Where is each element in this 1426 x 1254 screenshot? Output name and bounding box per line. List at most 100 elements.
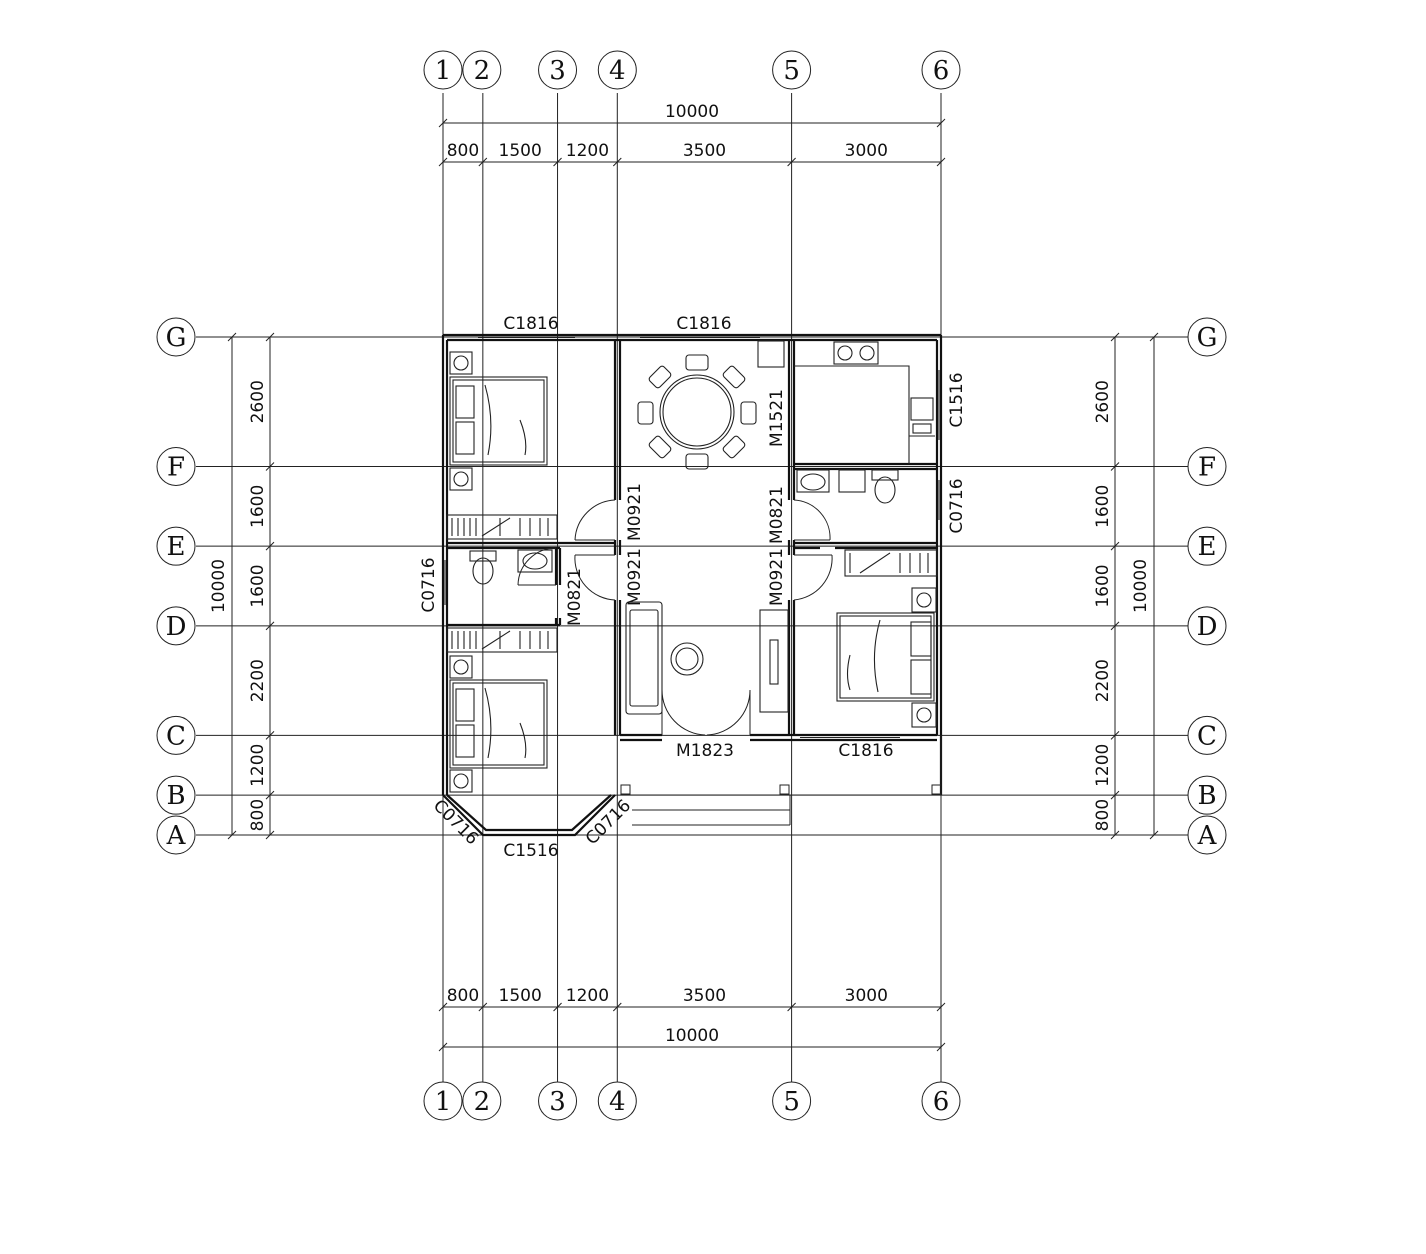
- axis-bubble-label: C: [166, 721, 186, 751]
- dim-tick: [936, 1002, 946, 1012]
- dim-tick: [265, 462, 275, 471]
- axis-bubble-label: A: [1197, 821, 1218, 851]
- axis-bubble: [1187, 715, 1227, 755]
- door-label: M1823: [676, 741, 734, 761]
- dim-tick: [936, 157, 946, 167]
- door-swing: [517, 547, 557, 586]
- dim-tick: [438, 157, 448, 167]
- axis-bubble: [156, 317, 196, 357]
- toilet-icon: [871, 469, 899, 504]
- axis-bubble: [921, 50, 961, 90]
- armchair-icon: [670, 642, 704, 676]
- dim-span-label: 1600: [248, 564, 268, 607]
- toilet-icon: [469, 550, 497, 585]
- wall-bay: [442, 794, 616, 837]
- door-label: M0921: [625, 483, 645, 541]
- wall-row-e-right: [794, 541, 937, 550]
- bed-icon: [449, 376, 548, 466]
- window-label: C0716: [947, 478, 967, 533]
- dim-tick: [478, 1002, 488, 1012]
- door-swing: [574, 499, 616, 541]
- tv-cabinet-icon: [759, 609, 789, 713]
- axis-bubble: [921, 1081, 961, 1121]
- axis-bubble-label: 4: [609, 56, 626, 86]
- axis-bubble: [772, 1081, 812, 1121]
- window-label: C1816: [838, 741, 893, 761]
- dim-tick: [936, 118, 946, 128]
- axis-bubble: [772, 50, 812, 90]
- wardrobe-icon: [844, 549, 938, 577]
- wardrobe-icon: [446, 514, 558, 540]
- window-label: C1516: [947, 372, 967, 427]
- window-label: C0716: [419, 557, 439, 612]
- axis-bubble: [1187, 815, 1227, 855]
- dim-span-label: 1600: [1093, 485, 1113, 528]
- dim-tick: [438, 1042, 448, 1052]
- door-label: M1521: [767, 389, 787, 447]
- dining-table-icon: [637, 354, 757, 470]
- axis-bubble: [1187, 526, 1227, 566]
- bed-icon: [836, 612, 935, 702]
- dim-span-label: 1600: [1093, 564, 1113, 607]
- porch-column: [779, 784, 790, 795]
- walls: [441, 333, 943, 837]
- dim-span-label: 3500: [683, 986, 726, 1006]
- axis-bubble-label: 1: [435, 1087, 452, 1117]
- axis-bubble: [597, 50, 637, 90]
- dim-tick: [438, 118, 448, 128]
- axis-bubble-label: E: [167, 532, 186, 562]
- stove-icon: [833, 341, 879, 365]
- axis-bubble: [156, 446, 196, 486]
- dim-total-label: 10000: [665, 102, 719, 122]
- axis-bubble-label: 6: [933, 56, 950, 86]
- axis-bubble: [1187, 446, 1227, 486]
- axis-bubble: [156, 775, 196, 815]
- axis-bubble: [462, 50, 502, 90]
- door-swing: [661, 689, 751, 736]
- dim-span-label: 3500: [683, 141, 726, 161]
- dim-span-label: 800: [1093, 799, 1113, 831]
- dim-tick: [478, 157, 488, 167]
- dim-span-label: 2600: [1093, 380, 1113, 423]
- axis-bubble: [1187, 775, 1227, 815]
- dim-tick: [1110, 541, 1120, 551]
- window-symbols: [444, 337, 940, 738]
- dim-tick: [265, 830, 275, 840]
- sofa-icon: [625, 601, 663, 715]
- dim-tick: [1110, 621, 1120, 631]
- opening-labels: C1816 C1816 C1516 C0716 C0716 C0716 C071…: [419, 314, 967, 861]
- dim-span-label: 800: [447, 986, 479, 1006]
- wall-top: [443, 333, 941, 342]
- nightstand-icon: [911, 702, 937, 728]
- dim-tick: [787, 1002, 796, 1012]
- porch-column: [931, 784, 942, 795]
- dim-tick: [1110, 332, 1120, 342]
- dim-tick: [1110, 462, 1120, 471]
- dim-tick: [1149, 830, 1159, 840]
- nightstand-icon: [911, 587, 937, 613]
- axis-bubble-label: 1: [435, 56, 452, 86]
- sink-icon: [517, 549, 553, 573]
- axis-bubble-label: 3: [549, 1087, 566, 1117]
- wall-row-f-right: [794, 462, 937, 471]
- axis-bubble-label: F: [1198, 452, 1216, 482]
- sink-icon: [796, 469, 830, 493]
- axis-bubble: [156, 526, 196, 566]
- nightstand-icon: [449, 769, 473, 793]
- axis-bubble: [156, 815, 196, 855]
- dim-total-label: 10000: [209, 559, 229, 613]
- door-label: M0921: [767, 548, 787, 606]
- porch-step: [620, 794, 941, 826]
- door-swings: [517, 499, 833, 736]
- washer-icon: [838, 469, 866, 493]
- dim-tick: [227, 830, 237, 840]
- door-swing: [793, 554, 833, 601]
- dim-total-label: 10000: [665, 1026, 719, 1046]
- dim-tick: [1149, 332, 1159, 342]
- wardrobe-icon: [446, 627, 558, 653]
- axis-bubble: [538, 50, 578, 90]
- axis-bubble: [1187, 606, 1227, 646]
- dim-span-label: 2200: [248, 659, 268, 702]
- door-label: M0921: [625, 548, 645, 606]
